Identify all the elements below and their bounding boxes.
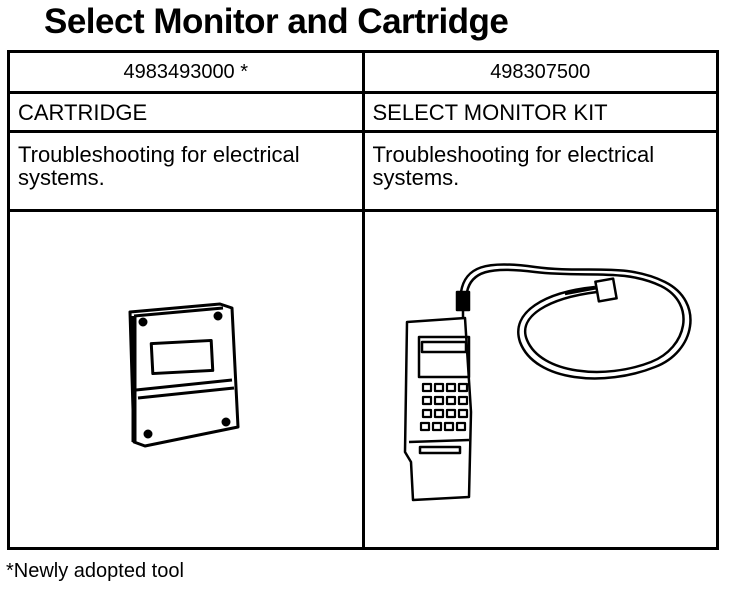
part-number-cartridge: 4983493000 * <box>7 50 365 94</box>
illustration-cell-monitor <box>361 209 719 550</box>
page-title: Select Monitor and Cartridge <box>44 2 509 41</box>
footnote: *Newly adopted tool <box>6 560 184 582</box>
cartridge-illustration <box>128 302 240 448</box>
tool-table: 4983493000 * 498307500 CARTRIDGE SELECT … <box>7 50 719 550</box>
select-monitor-illustration <box>403 263 692 502</box>
description-monitor: Troubleshooting for electrical systems. <box>361 130 719 212</box>
part-number-monitor: 498307500 <box>361 50 719 94</box>
tool-name-monitor: SELECT MONITOR KIT <box>361 91 719 133</box>
description-cartridge: Troubleshooting for electrical systems. <box>7 130 365 212</box>
illustration-cell-cartridge <box>7 209 365 550</box>
tool-name-cartridge: CARTRIDGE <box>7 91 365 133</box>
